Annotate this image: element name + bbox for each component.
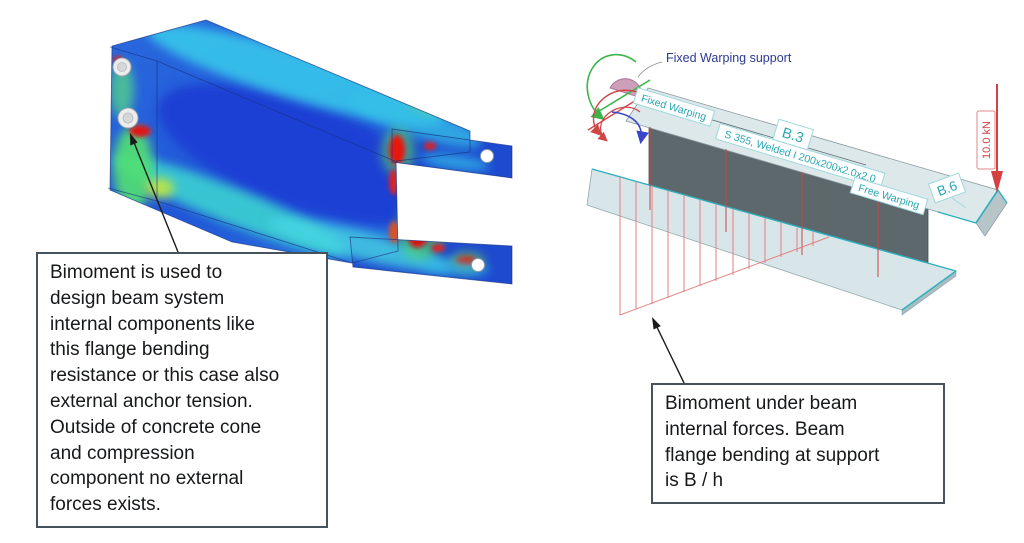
note-line: forces exists. bbox=[50, 494, 161, 516]
b6-leader-line bbox=[951, 197, 967, 209]
note-line: flange bending at support bbox=[665, 444, 880, 466]
load-label: 10.0 kN bbox=[981, 121, 993, 159]
note-line: external anchor tension. bbox=[50, 390, 253, 412]
left-note-arrow bbox=[130, 133, 179, 253]
svg-text:B.3: B.3 bbox=[780, 125, 805, 147]
beam-bottom-flange bbox=[586, 168, 957, 316]
right-annotation-box: Bimoment under beam internal forces. Bea… bbox=[651, 383, 945, 505]
left-annotation-box: Bimoment is used to design beam system i… bbox=[36, 252, 328, 528]
note-line: this flange bending bbox=[50, 339, 210, 361]
note-line: internal components like bbox=[50, 313, 255, 335]
note-line: Bimoment is used to bbox=[50, 262, 223, 283]
fea-stress-plot bbox=[107, 19, 513, 285]
member-b6-label: B.6 bbox=[927, 172, 967, 204]
svg-text:B.6: B.6 bbox=[935, 178, 959, 199]
bimoment-diagram bbox=[619, 177, 830, 316]
right-note-arrow bbox=[652, 317, 686, 386]
warping-support-symbol bbox=[586, 53, 663, 145]
note-line: is B / h bbox=[665, 470, 724, 492]
note-line: component no external bbox=[50, 468, 244, 490]
note-line: Outside of concrete cone bbox=[50, 416, 262, 438]
web-section-lines bbox=[649, 127, 879, 277]
note-line: resistance or this case also bbox=[50, 365, 280, 387]
support-label: Fixed Warping support bbox=[666, 51, 792, 65]
member-b3-label: B.3 bbox=[772, 118, 815, 151]
note-line: design beam system bbox=[50, 287, 225, 309]
note-line: Bimoment under beam bbox=[665, 393, 858, 414]
note-line: internal forces. Beam bbox=[665, 418, 845, 440]
beam-diagram: 10.0 kN Fixed Warping support Fixed Warp… bbox=[586, 51, 1008, 386]
load-arrow: 10.0 kN bbox=[976, 84, 1003, 193]
anchor-bolts bbox=[112, 57, 494, 272]
note-line: and compression bbox=[50, 442, 195, 464]
